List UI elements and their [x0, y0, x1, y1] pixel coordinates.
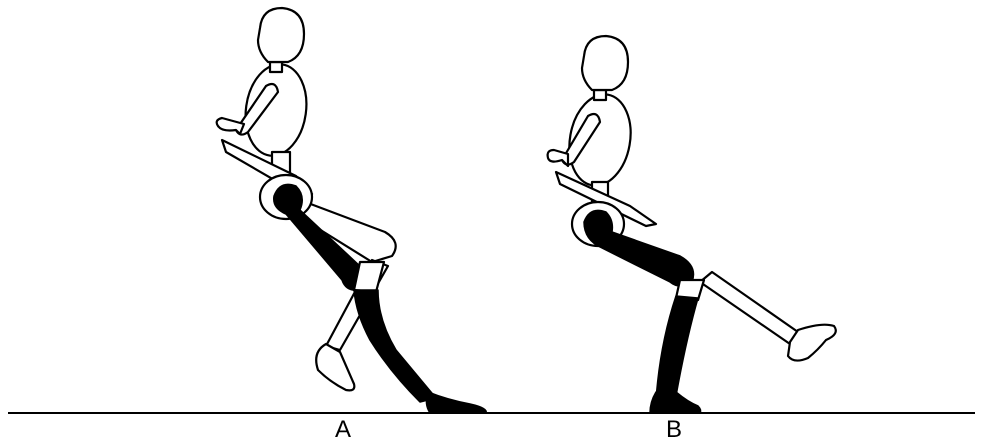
figure-a-knee	[354, 262, 384, 292]
figure-a-head	[258, 8, 304, 62]
figure-a-rear-foot	[316, 344, 354, 390]
figure-b-forearm	[548, 150, 568, 166]
figure-a-label: A	[323, 418, 363, 442]
figure-b-front-foot	[650, 392, 701, 413]
figure-a-forearm	[217, 118, 244, 134]
figure-b-front-shank	[656, 296, 698, 400]
figure-b	[548, 36, 836, 413]
figure-a-front-foot	[426, 392, 486, 413]
figure-a	[217, 8, 487, 413]
figure-b-rear-shank	[700, 272, 798, 344]
figure-b-neck	[594, 90, 606, 100]
figure-b-label: B	[654, 418, 694, 442]
figure-a-front-shank	[354, 290, 436, 402]
figure-b-head	[582, 36, 628, 90]
figure-a-neck	[270, 62, 282, 72]
